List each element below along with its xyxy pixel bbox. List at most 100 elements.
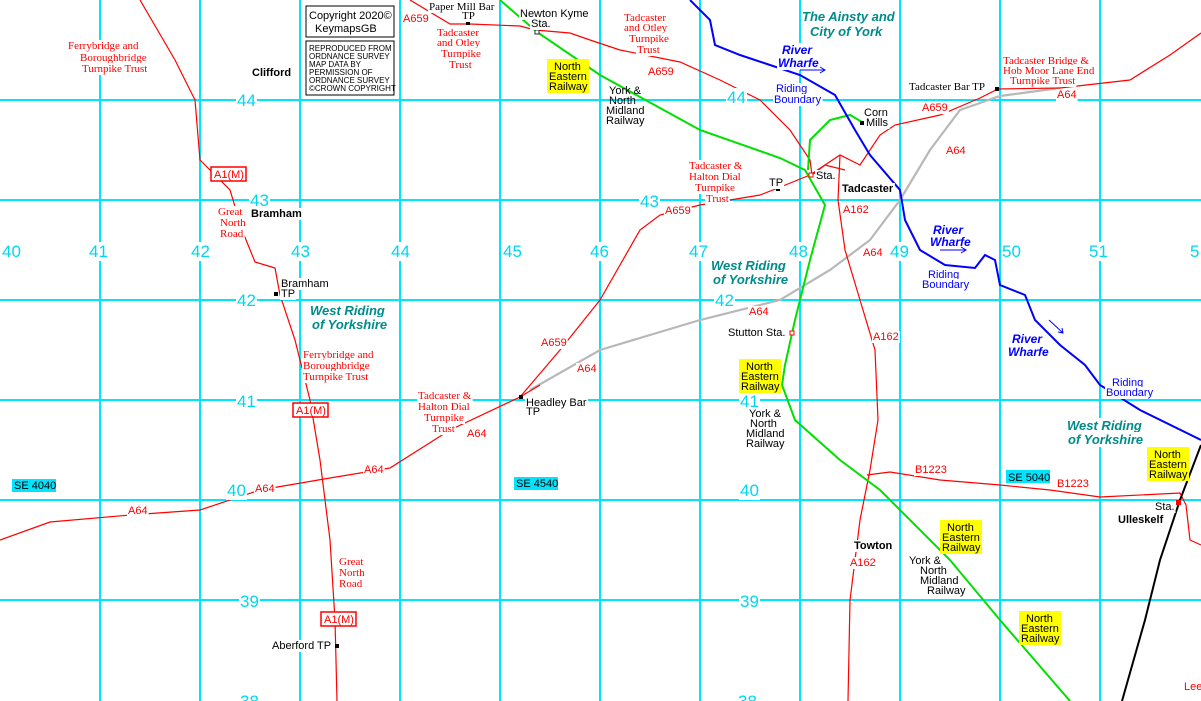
label-background [862, 247, 884, 259]
label-background [127, 505, 149, 517]
svg-text:Eastern: Eastern [549, 71, 587, 83]
label-background [748, 306, 770, 318]
svg-text:A64: A64 [946, 145, 966, 157]
svg-text:REPRODUCED FROM: REPRODUCED FROM [309, 44, 392, 53]
svg-text:50: 50 [1002, 242, 1021, 261]
svg-text:Railway: Railway [741, 381, 780, 393]
svg-text:York &: York & [749, 408, 782, 420]
label-background [927, 269, 961, 281]
svg-text:Paper Mill Bar: Paper Mill Bar [429, 1, 495, 13]
label-background [623, 22, 669, 34]
label-background [311, 317, 389, 332]
label-background [1067, 432, 1145, 447]
svg-text:Turnpike: Turnpike [424, 412, 464, 424]
svg-text:Eastern: Eastern [942, 532, 980, 544]
svg-text:38: 38 [738, 692, 757, 701]
river-wharfe [689, 0, 1201, 441]
label-background [302, 349, 376, 361]
svg-text:38: 38 [240, 692, 259, 701]
label-background [705, 193, 730, 205]
label-background [1009, 75, 1077, 87]
svg-text:44: 44 [391, 242, 410, 261]
label-background [775, 83, 809, 95]
label-background [872, 331, 900, 343]
svg-text:North: North [947, 522, 974, 534]
grid-numbers: 40 41 42 43 44 45 46 47 48 49 50 51 5 44… [1, 88, 1201, 701]
svg-text:43: 43 [291, 242, 310, 261]
label-background [636, 44, 661, 56]
label-background [519, 8, 590, 20]
svg-text:40: 40 [227, 481, 246, 500]
label-background [239, 592, 260, 611]
label-background [589, 242, 610, 261]
label-background [1002, 55, 1091, 67]
svg-text:MAP DATA BY: MAP DATA BY [309, 60, 362, 69]
label-background [1189, 242, 1201, 261]
svg-text:Headley Bar: Headley Bar [526, 397, 587, 409]
svg-text:Bramham: Bramham [251, 208, 302, 220]
label-background [363, 464, 385, 476]
svg-text:B1223: B1223 [915, 464, 947, 476]
svg-text:5: 5 [1190, 242, 1199, 261]
svg-text:Tadcaster &: Tadcaster & [418, 390, 472, 402]
svg-text:Riding: Riding [1112, 377, 1143, 389]
svg-text:Railway: Railway [746, 438, 785, 450]
label-background [639, 192, 660, 211]
svg-text:Wharfe: Wharfe [930, 235, 971, 249]
label-background [249, 191, 270, 210]
svg-text:A659: A659 [922, 102, 948, 114]
label-background [777, 56, 820, 70]
svg-text:Turnpike Trust: Turnpike Trust [82, 63, 147, 75]
svg-text:of Yorkshire: of Yorkshire [312, 317, 387, 332]
label-background [502, 242, 523, 261]
label-background [727, 327, 787, 339]
label-background [801, 9, 897, 24]
svg-text:Sta.: Sta. [816, 170, 836, 182]
label-background [251, 67, 293, 79]
svg-text:Trust: Trust [637, 44, 660, 56]
svg-text:Newton Kyme: Newton Kyme [520, 8, 588, 20]
svg-text:Midland: Midland [606, 105, 645, 117]
svg-text:40: 40 [2, 242, 21, 261]
label-background [1105, 387, 1155, 399]
label-background [302, 360, 371, 372]
label-background [932, 223, 966, 237]
svg-text:Riding: Riding [776, 83, 807, 95]
svg-text:Clifford: Clifford [252, 67, 291, 79]
label-background [219, 217, 248, 229]
svg-text:A1(M): A1(M) [214, 169, 244, 181]
label-background [849, 557, 877, 569]
svg-text:Turnpike: Turnpike [695, 182, 735, 194]
svg-text:45: 45 [503, 242, 522, 261]
svg-text:41: 41 [237, 392, 256, 411]
svg-text:North: North [554, 61, 581, 73]
svg-text:Wharfe: Wharfe [1008, 345, 1049, 359]
label-background [338, 567, 367, 579]
svg-text:41: 41 [740, 392, 759, 411]
label-background [726, 88, 747, 107]
svg-text:Turnpike: Turnpike [629, 33, 669, 45]
svg-text:Railway: Railway [549, 81, 588, 93]
svg-text:47: 47 [689, 242, 708, 261]
label-background [853, 540, 894, 552]
label-background [739, 481, 760, 500]
svg-text:A659: A659 [648, 66, 674, 78]
label-background [809, 24, 885, 39]
svg-text:York &: York & [609, 85, 642, 97]
label-background [647, 66, 675, 78]
svg-text:Hob Moor Lane End: Hob Moor Lane End [1003, 65, 1095, 77]
svg-text:Midland: Midland [746, 428, 785, 440]
svg-text:48: 48 [789, 242, 808, 261]
county-labels: The Ainsty and City of York West Riding … [309, 9, 1145, 447]
leeds-railway [1121, 444, 1201, 701]
a64-road-grey [529, 86, 1061, 391]
svg-text:Railway: Railway [1021, 633, 1060, 645]
label-background [338, 556, 365, 568]
svg-text:Aberford TP: Aberford TP [272, 640, 331, 652]
svg-text:46: 46 [590, 242, 609, 261]
svg-text:Wharfe: Wharfe [778, 56, 819, 70]
svg-text:SE 4040: SE 4040 [14, 480, 56, 492]
label-background [739, 392, 760, 411]
